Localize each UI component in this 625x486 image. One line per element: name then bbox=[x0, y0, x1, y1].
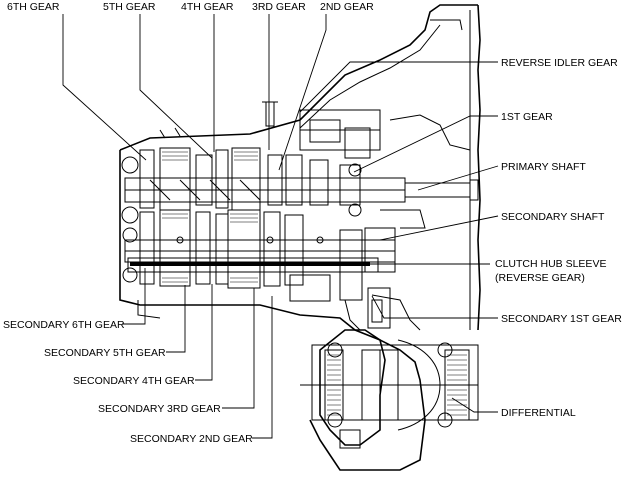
label-primary-shaft: PRIMARY SHAFT bbox=[501, 161, 586, 173]
case-details bbox=[344, 114, 471, 331]
label-secondary-6th-gear: SECONDARY 6TH GEAR bbox=[3, 319, 125, 331]
callout-labels: 6TH GEAR 5TH GEAR 4TH GEAR 3RD GEAR 2ND … bbox=[3, 1, 622, 445]
label-secondary-5th-gear: SECONDARY 5TH GEAR bbox=[44, 347, 166, 359]
label-secondary-2nd-gear: SECONDARY 2ND GEAR bbox=[130, 433, 253, 445]
label-differential: DIFFERENTIAL bbox=[501, 407, 576, 419]
label-5th-gear: 5TH GEAR bbox=[103, 1, 156, 13]
label-secondary-4th-gear: SECONDARY 4TH GEAR bbox=[73, 375, 195, 387]
reverse-idler-assembly bbox=[262, 101, 381, 159]
label-secondary-1st-gear: SECONDARY 1ST GEAR bbox=[501, 313, 622, 325]
label-4th-gear: 4TH GEAR bbox=[181, 1, 234, 13]
label-clutch-hub-sleeve: CLUTCH HUB SLEEVE bbox=[495, 258, 606, 270]
primary-gears bbox=[121, 147, 362, 224]
label-6th-gear: 6TH GEAR bbox=[7, 1, 60, 13]
secondary-shaft bbox=[122, 227, 396, 283]
label-reverse-gear: (REVERSE GEAR) bbox=[495, 272, 585, 284]
label-3rd-gear: 3RD GEAR bbox=[252, 1, 306, 13]
leader-lines bbox=[62, 14, 499, 439]
secondary-gears bbox=[139, 209, 391, 329]
transmission-case bbox=[119, 4, 481, 471]
transmission-drawing bbox=[119, 4, 481, 471]
label-reverse-idler-gear: REVERSE IDLER GEAR bbox=[501, 57, 618, 69]
label-2nd-gear: 2ND GEAR bbox=[320, 1, 374, 13]
label-secondary-shaft: SECONDARY SHAFT bbox=[501, 211, 605, 223]
label-secondary-3rd-gear: SECONDARY 3RD GEAR bbox=[98, 403, 221, 415]
label-1st-gear: 1ST GEAR bbox=[501, 111, 553, 123]
differential-assembly bbox=[300, 329, 479, 449]
